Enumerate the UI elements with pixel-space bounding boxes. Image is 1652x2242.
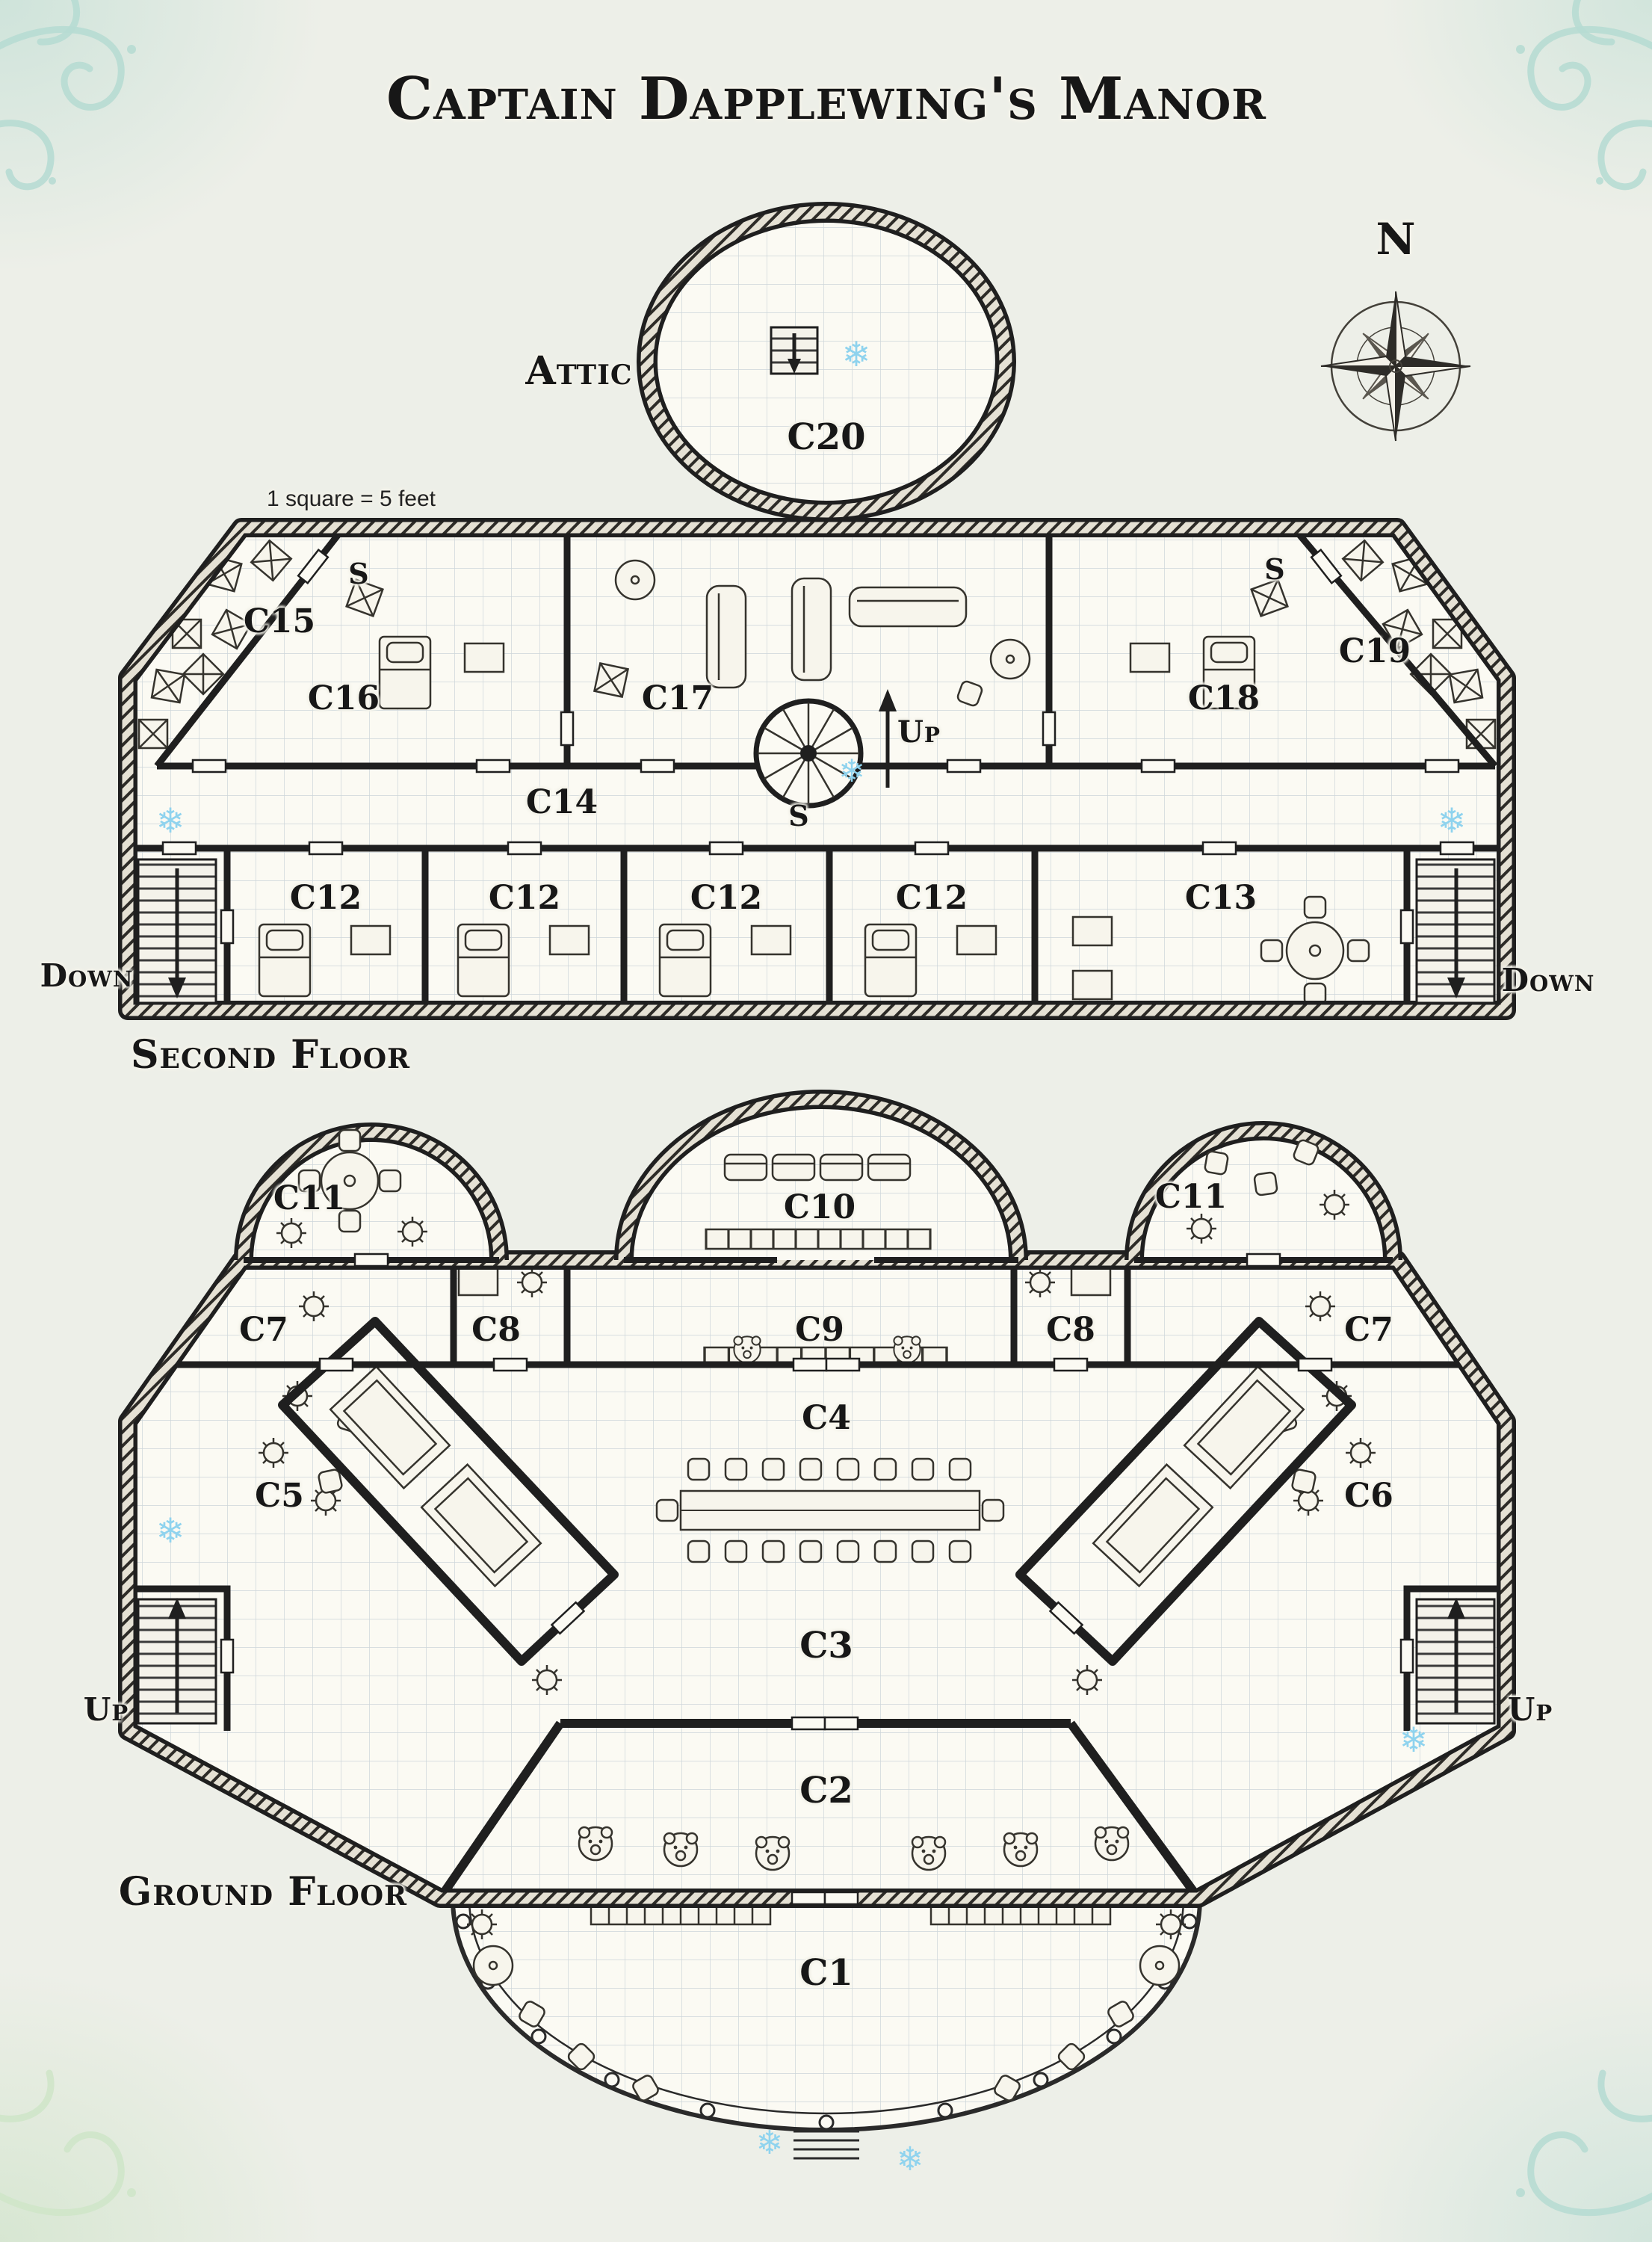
room-label-c7-right: C7: [1344, 1311, 1393, 1349]
room-label-c3: C3: [799, 1625, 853, 1667]
stairs-down-right-label: Down: [1501, 962, 1595, 998]
corner-flourish-bottom-left: [0, 2069, 136, 2217]
stairs-up-right-label: Up: [1507, 1691, 1553, 1728]
room-label-c18: C18: [1187, 679, 1260, 717]
spiral-staircase-icon: [753, 689, 897, 809]
stairs-down-right-icon: [1415, 858, 1496, 1004]
room-label-c2: C2: [799, 1770, 853, 1812]
page-title: Captain Dapplewing's Manor: [386, 65, 1266, 133]
room-label-c6: C6: [1344, 1477, 1393, 1515]
entrance-steps-icon: [793, 2130, 859, 2160]
room-label-c8-left: C8: [471, 1311, 521, 1349]
stairs-down-left-icon: [137, 858, 217, 1004]
room-label-c4: C4: [802, 1399, 851, 1437]
room-label-c7-left: C7: [239, 1311, 288, 1349]
room-label-c1: C1: [799, 1952, 853, 1994]
corner-flourish-bottom-right: [1516, 2069, 1652, 2217]
ground-floor-furniture: [257, 1265, 1377, 1871]
room-label-c14: C14: [525, 783, 598, 821]
snowflake-icon: ❄: [838, 753, 865, 789]
room-label-c13: C13: [1184, 879, 1257, 917]
room-label-c8-right: C8: [1046, 1311, 1095, 1349]
snowflake-icon: ❄: [841, 334, 871, 374]
compass-north-label: N: [1376, 214, 1416, 265]
stairs-up-right-icon: [1415, 1598, 1496, 1725]
second-floorplan: [118, 518, 1516, 1020]
scale-note: 1 square = 5 feet: [267, 487, 436, 511]
corner-flourish-top-left: [0, 0, 136, 191]
room-label-c17: C17: [641, 679, 714, 717]
secret-door-label-spiral: S: [788, 799, 809, 833]
secret-door-label-right: S: [1264, 552, 1285, 586]
compass-rose-icon: [1320, 291, 1471, 442]
bay-c11-left: [234, 1122, 509, 1267]
room-label-c12-4: C12: [895, 879, 968, 917]
room-label-c15: C15: [243, 602, 316, 640]
corner-flourish-top-right: [1516, 0, 1652, 191]
porch-c1: [451, 1897, 1202, 2160]
attic-ladder-icon: [770, 326, 819, 375]
snowflake-icon: ❄: [155, 1510, 185, 1551]
floor-label-attic: Attic: [525, 348, 633, 394]
snowflake-icon: ❄: [1437, 800, 1467, 841]
room-label-c20: C20: [787, 416, 866, 458]
room-label-c10: C10: [783, 1188, 856, 1226]
secret-door-label-left: S: [348, 557, 369, 590]
attic-floorplan: [637, 202, 1016, 522]
bay-c10: [614, 1090, 1028, 1263]
stairs-up-spiral-label: Up: [897, 714, 941, 750]
room-label-c19: C19: [1338, 632, 1411, 670]
secret-door-left: [297, 548, 330, 585]
room-label-c11-right: C11: [1154, 1178, 1228, 1216]
stairs-up-left-icon: [137, 1598, 217, 1725]
ground-floor-doors: [220, 1357, 1414, 1731]
room-label-c9: C9: [795, 1311, 844, 1349]
snowflake-icon: ❄: [155, 800, 185, 841]
room-label-c12-1: C12: [289, 879, 362, 917]
ground-floorplan: [118, 1090, 1516, 2160]
snowflake-icon: ❄: [755, 2124, 784, 2162]
bay-c11-right: [1124, 1121, 1402, 1267]
room-label-c12-2: C12: [488, 879, 561, 917]
snowflake-icon: ❄: [1399, 1720, 1429, 1760]
room-label-c16: C16: [307, 679, 380, 717]
snowflake-icon: ❄: [896, 2140, 924, 2178]
room-label-c5: C5: [255, 1477, 304, 1515]
stairs-down-left-label: Down: [40, 957, 134, 994]
stairs-up-left-label: Up: [83, 1691, 129, 1728]
floor-label-ground: Ground Floor: [118, 1869, 408, 1915]
floor-label-second: Second Floor: [130, 1032, 411, 1078]
secret-door-right: [1310, 548, 1343, 585]
second-floor-doors: [161, 548, 1475, 945]
room-label-c11-left: C11: [273, 1179, 346, 1217]
room-label-c12-3: C12: [690, 879, 763, 917]
